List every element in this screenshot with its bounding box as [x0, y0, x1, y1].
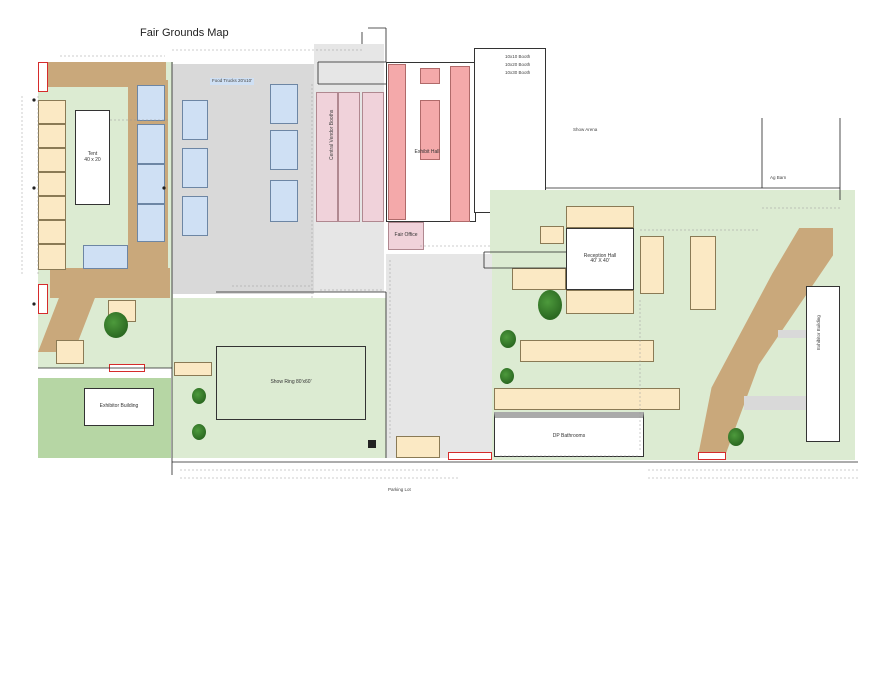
booth-col — [690, 236, 716, 310]
booth-row — [566, 206, 634, 228]
food-truck — [270, 84, 298, 124]
booth — [174, 362, 212, 376]
exhibit-booths-left — [388, 64, 406, 220]
gate-left-top — [38, 62, 48, 92]
booth — [396, 436, 440, 458]
food-truck — [182, 100, 208, 140]
gate-bottom-center — [448, 452, 492, 460]
booth — [56, 340, 84, 364]
blue-booth — [83, 245, 128, 269]
ag-barn-label: Ag Barn — [770, 175, 787, 180]
blue-booth — [137, 164, 165, 204]
booth-row — [566, 290, 634, 314]
booth-col — [640, 236, 664, 294]
show-arena-label: Show Arena — [573, 127, 598, 132]
exhibitor-building — [806, 286, 840, 442]
center-road — [386, 254, 492, 458]
food-truck — [270, 130, 298, 170]
legend-2: 10x20 Booth — [505, 62, 531, 67]
show-ring: Show Ring 80'x60' — [216, 346, 366, 420]
blue-booth — [137, 124, 165, 164]
tree-icon — [192, 424, 206, 440]
exhibit-booths-mid — [420, 100, 440, 160]
central-vendor-booths — [316, 92, 386, 222]
bathrooms: DP Bathrooms — [494, 412, 644, 457]
exhibitor-building-small: Exhibitor Building — [84, 388, 154, 426]
booth-row — [494, 388, 680, 410]
gate-left-mid — [38, 284, 48, 314]
left-booth-column — [38, 100, 66, 270]
tree-icon — [728, 428, 744, 446]
tree-icon — [538, 290, 562, 320]
exhibit-booths-right — [450, 66, 470, 222]
blue-booth — [137, 204, 165, 242]
tree-icon — [192, 388, 206, 404]
tent: Tent 40 x 20 — [75, 110, 110, 205]
connector — [744, 396, 806, 410]
reception-hall: Reception Hall 40' X 40' — [566, 228, 634, 290]
tree-icon — [500, 368, 514, 384]
food-trucks-label: Food Trucks 20'x10' — [210, 78, 254, 85]
booth-row — [512, 268, 566, 290]
gate-bottom-right — [698, 452, 726, 460]
legend-1: 10x10 Booth — [505, 54, 531, 59]
food-truck — [182, 196, 208, 236]
show-arena — [474, 48, 546, 213]
connector — [778, 330, 806, 338]
legend-3: 10x30 Booth — [505, 70, 531, 75]
small-marker — [368, 440, 376, 448]
blue-booth — [137, 85, 165, 121]
food-truck — [182, 148, 208, 188]
tree-icon — [500, 330, 516, 348]
tree-icon — [104, 312, 128, 338]
fair-office: Fair Office — [388, 222, 424, 250]
parking-label: Parking Lot — [388, 487, 411, 492]
map-title: Fair Grounds Map — [140, 27, 229, 39]
booth — [540, 226, 564, 244]
exhibit-booths-top — [420, 68, 440, 84]
food-truck — [270, 180, 298, 222]
booth-row — [520, 340, 654, 362]
exhibit-hall-label: Exhibit Hall — [414, 149, 440, 155]
